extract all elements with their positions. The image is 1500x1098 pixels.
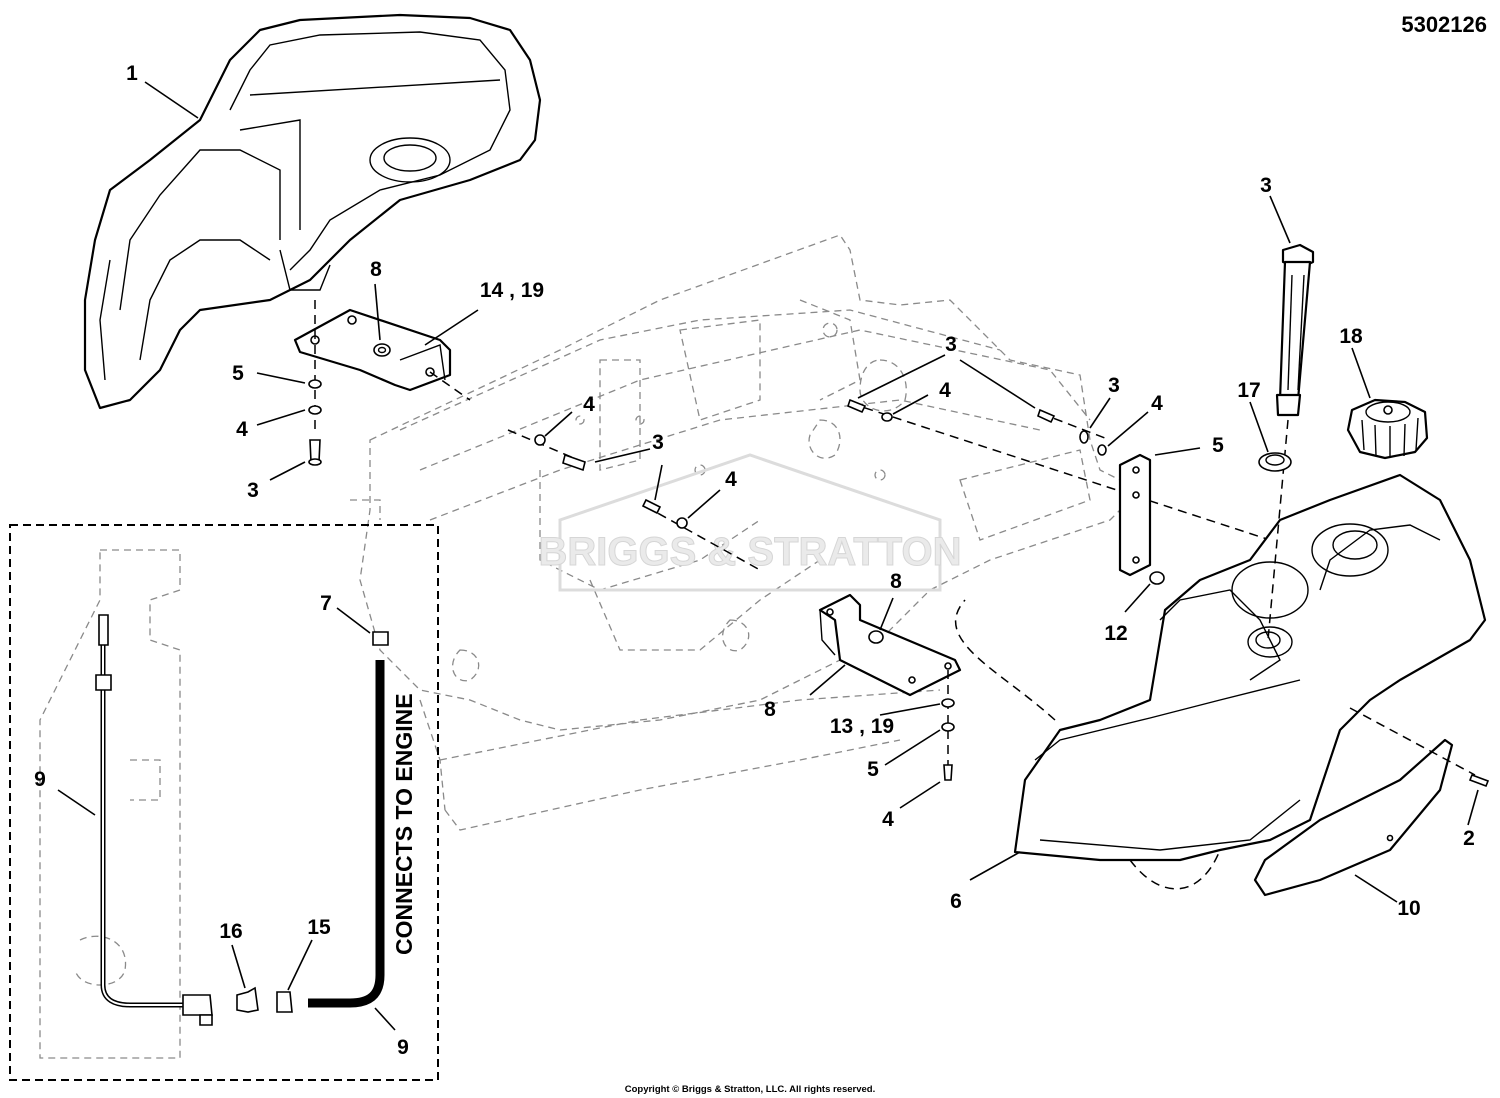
- callout-3a: 3: [247, 479, 259, 502]
- callout-11: 9: [397, 1036, 409, 1059]
- part-11-hose: [308, 660, 385, 1008]
- callout-5a: 5: [232, 362, 244, 385]
- callout-2: 10: [1397, 897, 1420, 920]
- part-17-fuel-gauge: [1267, 243, 1315, 641]
- callout-3c: 3: [945, 333, 957, 356]
- callout-12: 5: [1212, 434, 1224, 457]
- callout-16: 9: [34, 768, 46, 791]
- watermark: BRIGGS & STRATTON: [538, 453, 962, 592]
- callout-4c: 4: [939, 379, 951, 402]
- callout-7: 2: [1463, 827, 1475, 850]
- part-6-fuel-cap: [1346, 398, 1429, 460]
- part-8-nut-right: [1149, 571, 1165, 585]
- hardware-stack-left: [308, 300, 322, 466]
- callout-9a: 7: [320, 592, 332, 615]
- part-18-grommet: [1258, 452, 1292, 472]
- callout-8c: 8: [890, 570, 902, 593]
- callout-18: 17: [1237, 379, 1260, 402]
- part-8-nut-upper: [373, 343, 391, 357]
- callout-17: 3: [1260, 174, 1272, 197]
- part-12-strap: [1118, 453, 1152, 577]
- part-9-clamp-upper: [372, 631, 389, 646]
- callout-14-19: 14 , 19: [480, 279, 544, 302]
- callout-4d: 3: [1108, 374, 1120, 397]
- part-13-bracket: [818, 593, 962, 697]
- callout-6: 18: [1339, 325, 1363, 348]
- part-15-fitting: [236, 986, 259, 1013]
- leader-lines: [57, 81, 1479, 1031]
- callouts: 1 8 14 , 19 5 4 3 4 3 3 4 3 4 4 5 12 8 8…: [34, 62, 1475, 1059]
- callout-4e: 4: [725, 468, 737, 491]
- hardware-right: [847, 398, 1271, 541]
- callout-3b: 3: [652, 431, 664, 454]
- callout-8a: 8: [370, 258, 382, 281]
- part-7-screw: [1349, 707, 1490, 788]
- hardware-center: [507, 429, 761, 571]
- part-1-left-fender: [83, 13, 542, 410]
- dash-bracket14-to-frame: [429, 371, 471, 401]
- callout-5b: 4: [1151, 392, 1163, 415]
- part-9-clamp-lower: [276, 991, 293, 1013]
- part-14-bracket: [293, 308, 452, 392]
- part-2-side-panel: [1253, 738, 1454, 897]
- callout-9b: 15: [307, 916, 331, 939]
- document-number: 5302126: [1401, 12, 1487, 37]
- part-10-fuel-tank: [1013, 473, 1487, 890]
- callout-8b: 12: [1104, 622, 1127, 645]
- dash-fuel-tank-link: [954, 599, 1056, 721]
- callout-3e: 4: [882, 808, 894, 831]
- callout-1: 1: [126, 62, 138, 85]
- callout-13-19: 8: [764, 698, 776, 721]
- callout-5c: 13 , 19: [830, 715, 894, 738]
- copyright-text: Copyright © Briggs & Stratton, LLC. All …: [625, 1084, 876, 1095]
- callout-4f: 5: [867, 758, 879, 781]
- connects-to-engine-label: CONNECTS TO ENGINE: [391, 693, 417, 955]
- callout-4a: 4: [236, 418, 248, 441]
- part-16-fuel-line: [95, 614, 213, 1026]
- callout-4b: 4: [583, 393, 595, 416]
- hardware-stack-lower: [941, 670, 955, 781]
- callout-10: 6: [950, 890, 962, 913]
- part-8-nut-lower: [868, 630, 884, 644]
- callout-15: 16: [219, 920, 242, 943]
- watermark-text: BRIGGS & STRATTON: [539, 530, 962, 574]
- inset-fuel-line-box: [9, 524, 439, 1081]
